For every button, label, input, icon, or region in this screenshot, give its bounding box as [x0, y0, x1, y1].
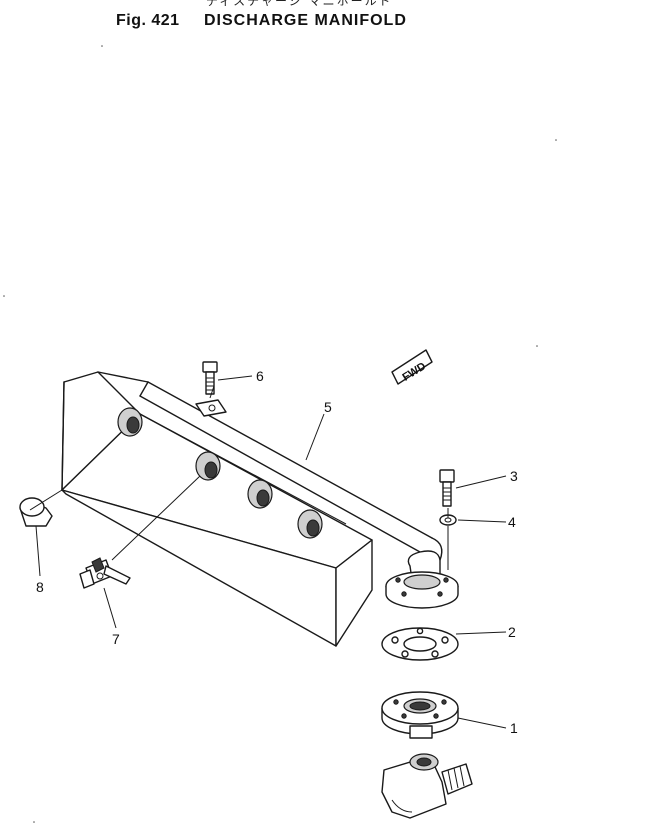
callout-4: 4 — [508, 514, 516, 530]
cap-8 — [19, 497, 53, 527]
callout-1: 1 — [510, 720, 518, 736]
leader-lines — [29, 375, 507, 729]
callout-2: 2 — [508, 624, 516, 640]
gasket-2 — [381, 627, 459, 661]
manifold-ports — [117, 407, 323, 539]
callout-5: 5 — [324, 399, 332, 415]
drain-valve-7 — [79, 557, 131, 589]
mounting-tab — [195, 399, 227, 417]
flange-1 — [381, 691, 459, 739]
port-2 — [195, 451, 221, 481]
callout-7: 7 — [112, 631, 120, 647]
port-4 — [297, 509, 323, 539]
fwd-direction-marker: FWD — [391, 349, 433, 385]
manifold-body — [61, 371, 443, 647]
bolt-3 — [439, 469, 455, 507]
callout-labels: 1 2 3 4 5 6 7 8 — [36, 368, 518, 736]
scan-specks — [3, 45, 557, 823]
callout-6: 6 — [256, 368, 264, 384]
figure-japanese-title: ディスチャージ マニホールド — [206, 0, 393, 8]
callout-3: 3 — [510, 468, 518, 484]
figure-number: Fig. 421 — [116, 12, 180, 29]
port-1 — [117, 407, 143, 437]
port-3 — [247, 479, 273, 509]
bolt-6 — [202, 361, 218, 399]
elbow-fitting — [381, 753, 473, 819]
figure-header: ディスチャージ マニホールド Fig. 421 DISCHARGE MANIFO… — [116, 0, 536, 30]
figure-title: DISCHARGE MANIFOLD — [204, 12, 407, 29]
manifold-flange — [385, 571, 459, 609]
callout-8: 8 — [36, 579, 44, 595]
